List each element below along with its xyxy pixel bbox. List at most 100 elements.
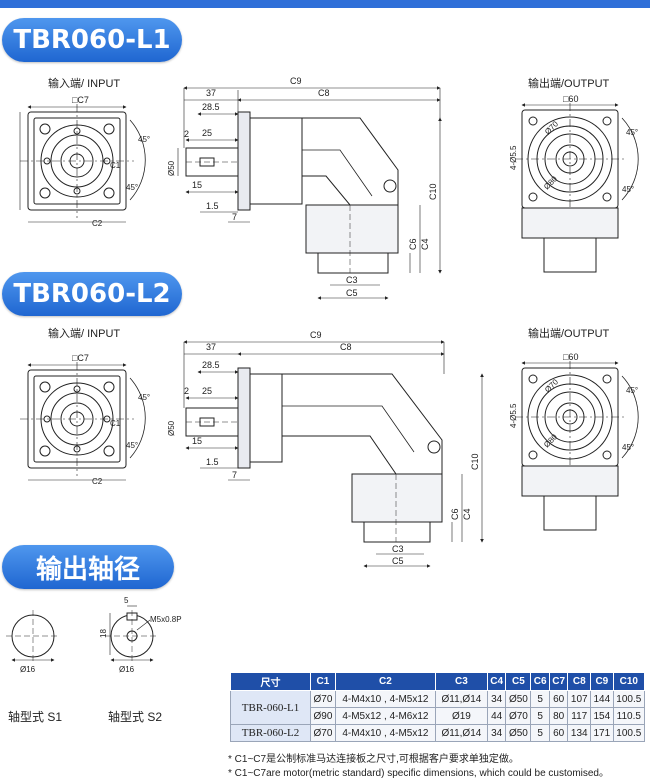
shaft-s2-drawing [105,605,159,662]
l1-dim-c9: C9 [290,76,302,86]
note-cn: * C1~C7是公制标准马达连接板之尺寸,可根据客户要求单独定做。 [228,754,519,765]
shaft-s2-dim-18: 18 [99,629,108,638]
table-cell: 34 [486,690,507,708]
l2-dim-c4: C4 [462,508,472,520]
l1-dim-28-5: 28.5 [202,102,220,112]
l1-dim-c6: C6 [408,238,418,250]
l1-dim-45-out-b: 45° [622,185,634,194]
l1-dim-c8: C8 [318,88,330,98]
shaft-s2-dim-m5: M5x0.8P [150,615,182,624]
l1-dim-c2: C2 [92,219,103,228]
l2-dim-1-5: 1.5 [206,457,219,467]
l2-dim-37: 37 [206,342,216,352]
model-cell: TBR-060-L1 [230,690,311,725]
col-header: C5 [505,672,532,691]
l1-dim-c4: C4 [420,238,430,250]
col-header: C9 [590,672,614,691]
l2-dim-c3: C3 [392,544,404,554]
l2-dim-c6: C6 [450,508,460,520]
table-row: TBR-060-L2 Ø70 4-M4x10 , 4-M5x12 Ø11,Ø14… [230,724,646,742]
shaft-s1-drawing [6,610,60,662]
l1-dim-37: 37 [206,88,216,98]
l1-dim-60: □60 [563,94,578,104]
l1-dim-25: 25 [202,128,212,138]
col-header: C7 [548,672,569,691]
spec-table: 尺寸 C1 C2 C3 C4 C5 C6 C7 C8 C9 C10 TBR-06… [230,672,646,742]
table-cell: 107 [567,690,592,708]
table-cell: Ø19 [434,707,488,725]
col-header: C6 [530,672,550,691]
l2-dim-60: □60 [563,352,578,362]
table-cell: 110.5 [612,707,646,725]
table-cell: 44 [486,707,507,725]
l1-input-view [19,104,146,223]
table-cell: Ø70 [310,690,336,708]
table-row: Ø90 4-M5x12 , 4-M6x12 Ø19 44 Ø70 5 80 11… [231,707,646,725]
l2-output-view [515,361,639,531]
l2-dim-c5: C5 [392,556,404,566]
l1-output-view [515,103,639,273]
l2-dim-45-b: 45° [126,441,138,450]
l1-dim-15: 15 [192,180,202,190]
table-cell: 5 [530,724,550,742]
table-cell: Ø70 [310,724,336,742]
table-cell: 154 [590,707,614,725]
table-cell: 100.5 [612,690,646,708]
output-label-l1: 输出端/OUTPUT [528,78,610,90]
output-label-l2: 输出端/OUTPUT [528,328,610,340]
input-label-l1: 输入端/ INPUT [48,78,121,90]
l1-dim-c10: C10 [428,183,438,200]
l1-dim-c7: □C7 [72,95,89,105]
l1-dim-45-a: 45° [138,135,150,144]
table-cell: 5 [530,707,550,725]
l1-dim-c5: C5 [346,288,358,298]
table-cell: 80 [548,707,569,725]
shaft-s1-dim-16: Ø16 [20,665,36,674]
table-cell: 4-M4x10 , 4-M5x12 [334,690,436,708]
table-cell: 4-M4x10 , 4-M5x12 [334,724,436,742]
col-header: C1 [310,672,336,691]
l1-dim-70: Ø70 [543,119,560,136]
input-label-l2: 输入端/ INPUT [48,328,121,340]
table-cell: 134 [567,724,592,742]
l2-dim-c2: C2 [92,477,103,486]
col-header: C4 [486,672,507,691]
l1-dim-45-out-a: 45° [626,128,638,137]
l1-dim-7: 7 [232,212,237,222]
l2-dim-28-5: 28.5 [202,360,220,370]
l2-dim-15: 15 [192,436,202,446]
l2-dim-m5: 4-Ø5.5 [509,403,518,428]
col-header: C8 [567,672,592,691]
l1-dim-2: 2 [184,129,189,139]
l2-dim-70: Ø70 [543,377,560,394]
l2-dim-50: Ø50 [167,420,176,436]
l1-dim-c1: C1 [110,161,121,170]
l2-dim-c10: C10 [470,453,480,470]
l1-dim-45-b: 45° [126,183,138,192]
l1-dim-c3: C3 [346,275,358,285]
l2-dim-c1: C1 [110,419,121,428]
l2-dim-c8: C8 [340,342,352,352]
shaft-s2-dim-5: 5 [124,596,129,605]
l1-dim-50: Ø50 [167,160,176,176]
table-cell: 100.5 [612,724,646,742]
top-bar [0,0,650,8]
table-cell: Ø70 [505,707,532,725]
l2-dim-c7: □C7 [72,353,89,363]
spec-table-header: 尺寸 C1 C2 C3 C4 C5 C6 C7 C8 C9 C10 [230,672,646,691]
shaft-s2-dim-16: Ø16 [119,665,135,674]
l2-side-view [183,340,484,568]
l1-dim-m5: 4-Ø5.5 [509,145,518,170]
l2-dim-2: 2 [184,386,189,396]
table-cell: 60 [548,724,569,742]
col-header: C2 [334,672,436,691]
table-cell: 34 [486,724,507,742]
section-title-shaft: 输出轴径 [2,545,174,589]
table-cell: Ø50 [505,690,532,708]
table-cell: 117 [567,707,592,725]
l1-side-view [177,86,442,300]
l2-input-view [20,362,146,481]
section-title-l2: TBR060-L2 [2,272,182,316]
l2-dim-45-out-b: 45° [622,443,634,452]
model-cell: TBR-060-L2 [230,724,311,742]
